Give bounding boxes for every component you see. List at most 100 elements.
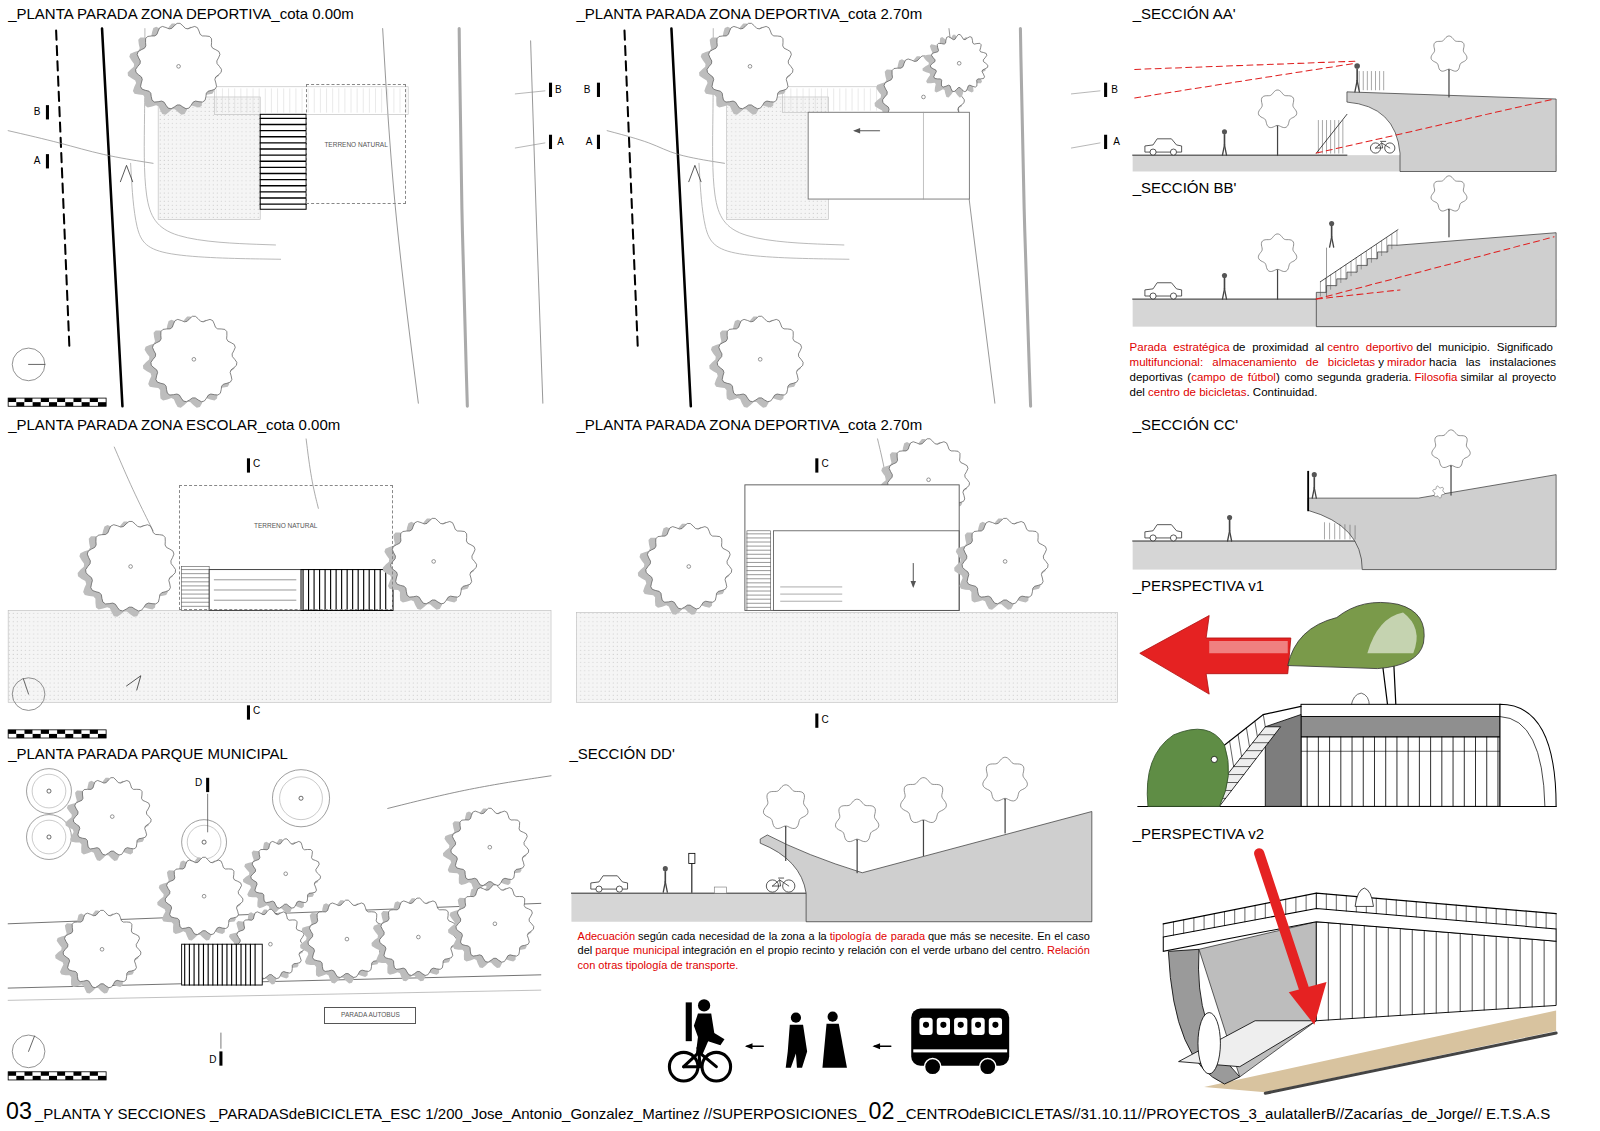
line [772,880,788,886]
line [1366,251,1367,265]
line [1412,930,1413,1015]
rect [57,730,65,734]
line [1441,737,1442,806]
person [1222,273,1227,299]
tree-ring [32,820,66,854]
rect [49,734,57,738]
rect [16,1076,24,1080]
line [228,89,229,112]
section-marker: B [555,84,562,96]
tree-trunk [110,815,114,819]
line [1320,282,1321,296]
line [56,31,69,347]
line [1071,91,1100,94]
line [747,533,770,534]
sheet-heading: _PERSPECTIVA v1 [1133,577,1264,594]
line [1326,248,1327,296]
line [747,550,770,551]
tree-crown [717,316,803,401]
line [182,573,210,574]
tree-crown [251,839,321,908]
rect [33,1076,41,1080]
line [747,591,770,592]
scale-outline [8,730,106,738]
arrow-head [911,581,916,588]
line [182,589,210,590]
rect [247,705,250,719]
plan-tree [922,35,987,98]
north-symbol [12,348,45,381]
tree-crown [151,316,237,401]
line [260,154,306,155]
line [1351,262,1352,276]
line [1364,926,1365,1018]
line [1363,737,1364,806]
car-wheel [1170,149,1176,155]
bus-window [919,1018,932,1035]
arrow-symbol [745,1043,763,1049]
plan-tree [638,524,732,615]
line [222,89,223,112]
line [1263,715,1265,727]
plan-tree [128,23,222,114]
stop-mass [760,812,1092,922]
rect [597,83,600,97]
tree-crown [308,900,386,977]
person-head [1227,515,1232,520]
plan-tree [243,839,321,914]
section-tree [983,757,1028,833]
line [1376,143,1383,148]
rect [33,730,41,734]
line [1352,925,1353,1019]
line [381,89,382,112]
line [325,570,326,611]
line [1394,666,1396,707]
plan-tree [443,808,529,891]
bicycle [766,878,795,892]
line [1330,120,1331,153]
rect [1104,83,1107,97]
line [29,1036,35,1051]
tree-trunk [202,840,206,844]
line [1320,230,1398,282]
line [747,586,770,587]
line [1436,931,1437,1013]
line [1388,928,1389,1017]
stair-mass [1316,233,1556,327]
person [1222,129,1227,155]
line [338,89,339,112]
line [772,880,780,886]
hatch [216,89,406,112]
note-text: integración en el propio recinto y relac… [682,944,1044,956]
line [747,542,770,543]
natural-ground-area: TERRENO NATURAL [306,84,406,204]
tree-crown [1258,90,1296,128]
line [220,1033,221,1048]
rect [73,1076,81,1080]
line [387,89,388,112]
line [1376,143,1390,148]
bus-passenger [940,1022,946,1028]
line [314,89,315,112]
highlight-text: Parada estratégica [1130,341,1230,353]
north-symbol [12,1035,45,1068]
arrow-symbol [911,563,916,587]
line [127,676,141,690]
line [1230,741,1234,767]
line [260,142,306,143]
line [1361,255,1362,269]
tree-crown [380,898,458,975]
rect [24,734,32,738]
tree-trunk [345,937,349,941]
line [120,165,132,181]
footer-text: _CENTROdeBICICLETAS//31.10.11//PROYECTOS… [897,1106,1550,1121]
line [226,944,227,985]
tree-crown [646,524,732,609]
rect [98,1072,106,1076]
tree-trunk [47,789,51,793]
perspective-v1 [1138,602,1556,806]
car-wheel [616,886,622,892]
line [222,944,223,985]
rect [247,458,250,472]
line [207,794,208,832]
